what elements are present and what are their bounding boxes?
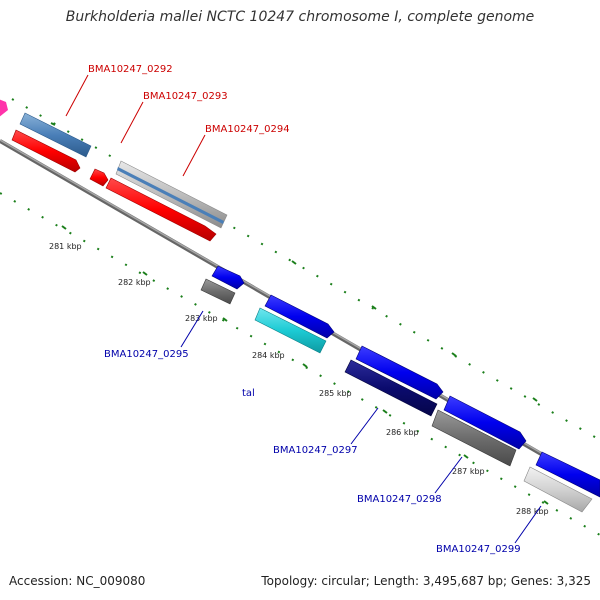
gene-arrow-blue[interactable]: [264, 294, 335, 339]
label-leader-line: [180, 310, 204, 348]
label-leader-line: [65, 74, 89, 117]
gene-arrow-blue[interactable]: [535, 451, 600, 498]
label-leader-line: [514, 505, 542, 544]
tick-mark: [382, 409, 388, 414]
gene-arrow-steel[interactable]: [19, 112, 92, 158]
gene-label[interactable]: BMA10247_0294: [205, 124, 290, 135]
map-title: Burkholderia mallei NCTC 10247 chromosom…: [65, 9, 535, 25]
tick-label: 283 kbp: [185, 314, 218, 323]
gene-arrow-cyan[interactable]: [254, 307, 327, 354]
gene-arrow-pink[interactable]: [0, 98, 8, 118]
gene-arrow-blue[interactable]: [355, 345, 444, 400]
gene-label[interactable]: BMA10247_0297: [273, 445, 358, 456]
tick-label: 287 kbp: [452, 467, 485, 476]
gene-arrow-red[interactable]: [11, 129, 81, 173]
tick-mark: [451, 352, 457, 357]
tick-mark: [302, 363, 308, 368]
tick-label: 281 kbp: [49, 242, 82, 251]
gene-arrow-steel-long[interactable]: [117, 167, 224, 224]
gene-arrow-red-small[interactable]: [89, 168, 109, 187]
label-leader-line: [350, 407, 379, 445]
tick-mark: [463, 454, 469, 459]
tick-mark: [61, 225, 67, 230]
tick-mark: [371, 305, 377, 310]
tick-mark: [50, 122, 56, 126]
tick-mark: [222, 317, 228, 322]
tick-label: 288 kbp: [516, 507, 549, 516]
gene-label[interactable]: BMA10247_0299: [436, 544, 521, 555]
label-leader-line: [120, 101, 144, 144]
genome-summary-text: Topology: circular; Length: 3,495,687 bp…: [261, 574, 591, 588]
gene-arrow-red-long[interactable]: [105, 177, 217, 242]
gene-arrow-darkgray[interactable]: [200, 278, 236, 305]
accession-text: Accession: NC_009080: [9, 574, 146, 588]
label-leader-line: [434, 456, 463, 494]
gene-arrow-navy[interactable]: [344, 359, 438, 417]
gene-arrow-gray[interactable]: [431, 409, 517, 467]
tick-mark: [532, 397, 538, 402]
gene-arrow-blue[interactable]: [211, 265, 245, 290]
gene-label[interactable]: BMA10247_0293: [143, 91, 228, 102]
tick-label: 284 kbp: [252, 351, 285, 360]
tick-label: 285 kbp: [319, 389, 352, 398]
gene-label[interactable]: BMA10247_0298: [357, 494, 442, 505]
tick-mark: [291, 260, 297, 265]
gene-label[interactable]: BMA10247_0292: [88, 64, 173, 75]
inner-guide-dots: [0, 192, 600, 536]
tick-label: 282 kbp: [118, 278, 151, 287]
tick-mark: [142, 271, 148, 276]
outer-guide-dots: [11, 98, 600, 441]
gene-arrow-blue[interactable]: [443, 395, 527, 450]
gene-arrow-lightgray[interactable]: [523, 466, 593, 513]
label-leader-line: [182, 134, 206, 177]
gene-label[interactable]: BMA10247_0295: [104, 349, 189, 360]
gene-label[interactable]: tal: [242, 388, 255, 399]
tick-mark: [543, 500, 549, 505]
tick-label: 286 kbp: [386, 428, 419, 437]
